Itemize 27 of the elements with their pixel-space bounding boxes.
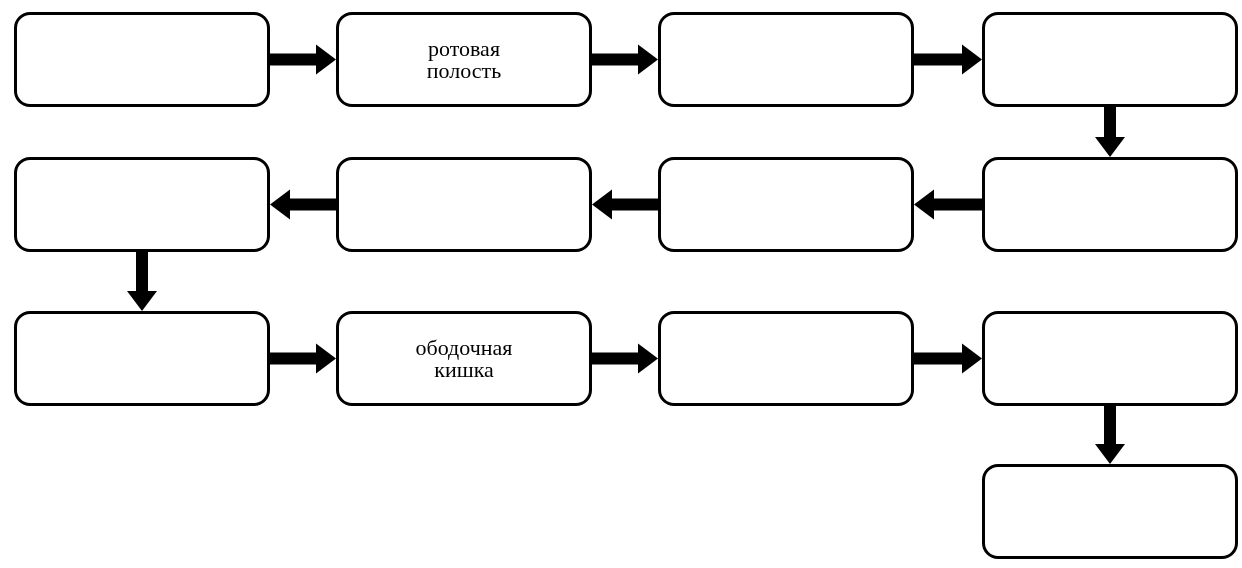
box-text: ободочная кишка — [414, 336, 514, 381]
arrow — [1095, 406, 1125, 464]
arrow — [592, 44, 658, 75]
process-box — [336, 12, 592, 107]
empty-box — [982, 464, 1238, 559]
arrow — [270, 343, 336, 374]
arrow — [127, 252, 157, 311]
arrow — [1095, 107, 1125, 157]
empty-box — [14, 12, 270, 107]
arrow — [592, 189, 658, 220]
empty-box — [982, 12, 1238, 107]
arrow — [914, 44, 982, 75]
arrow — [914, 343, 982, 374]
empty-box — [982, 311, 1238, 406]
empty-box — [658, 311, 914, 406]
empty-box — [14, 311, 270, 406]
arrow — [592, 343, 658, 374]
empty-box — [14, 157, 270, 252]
empty-box — [336, 157, 592, 252]
empty-box — [658, 157, 914, 252]
arrow — [270, 189, 336, 220]
empty-box — [982, 157, 1238, 252]
process-box — [336, 311, 592, 406]
box-text: ротовая полость — [425, 37, 503, 82]
arrow — [914, 189, 982, 220]
empty-box — [658, 12, 914, 107]
arrow — [270, 44, 336, 75]
